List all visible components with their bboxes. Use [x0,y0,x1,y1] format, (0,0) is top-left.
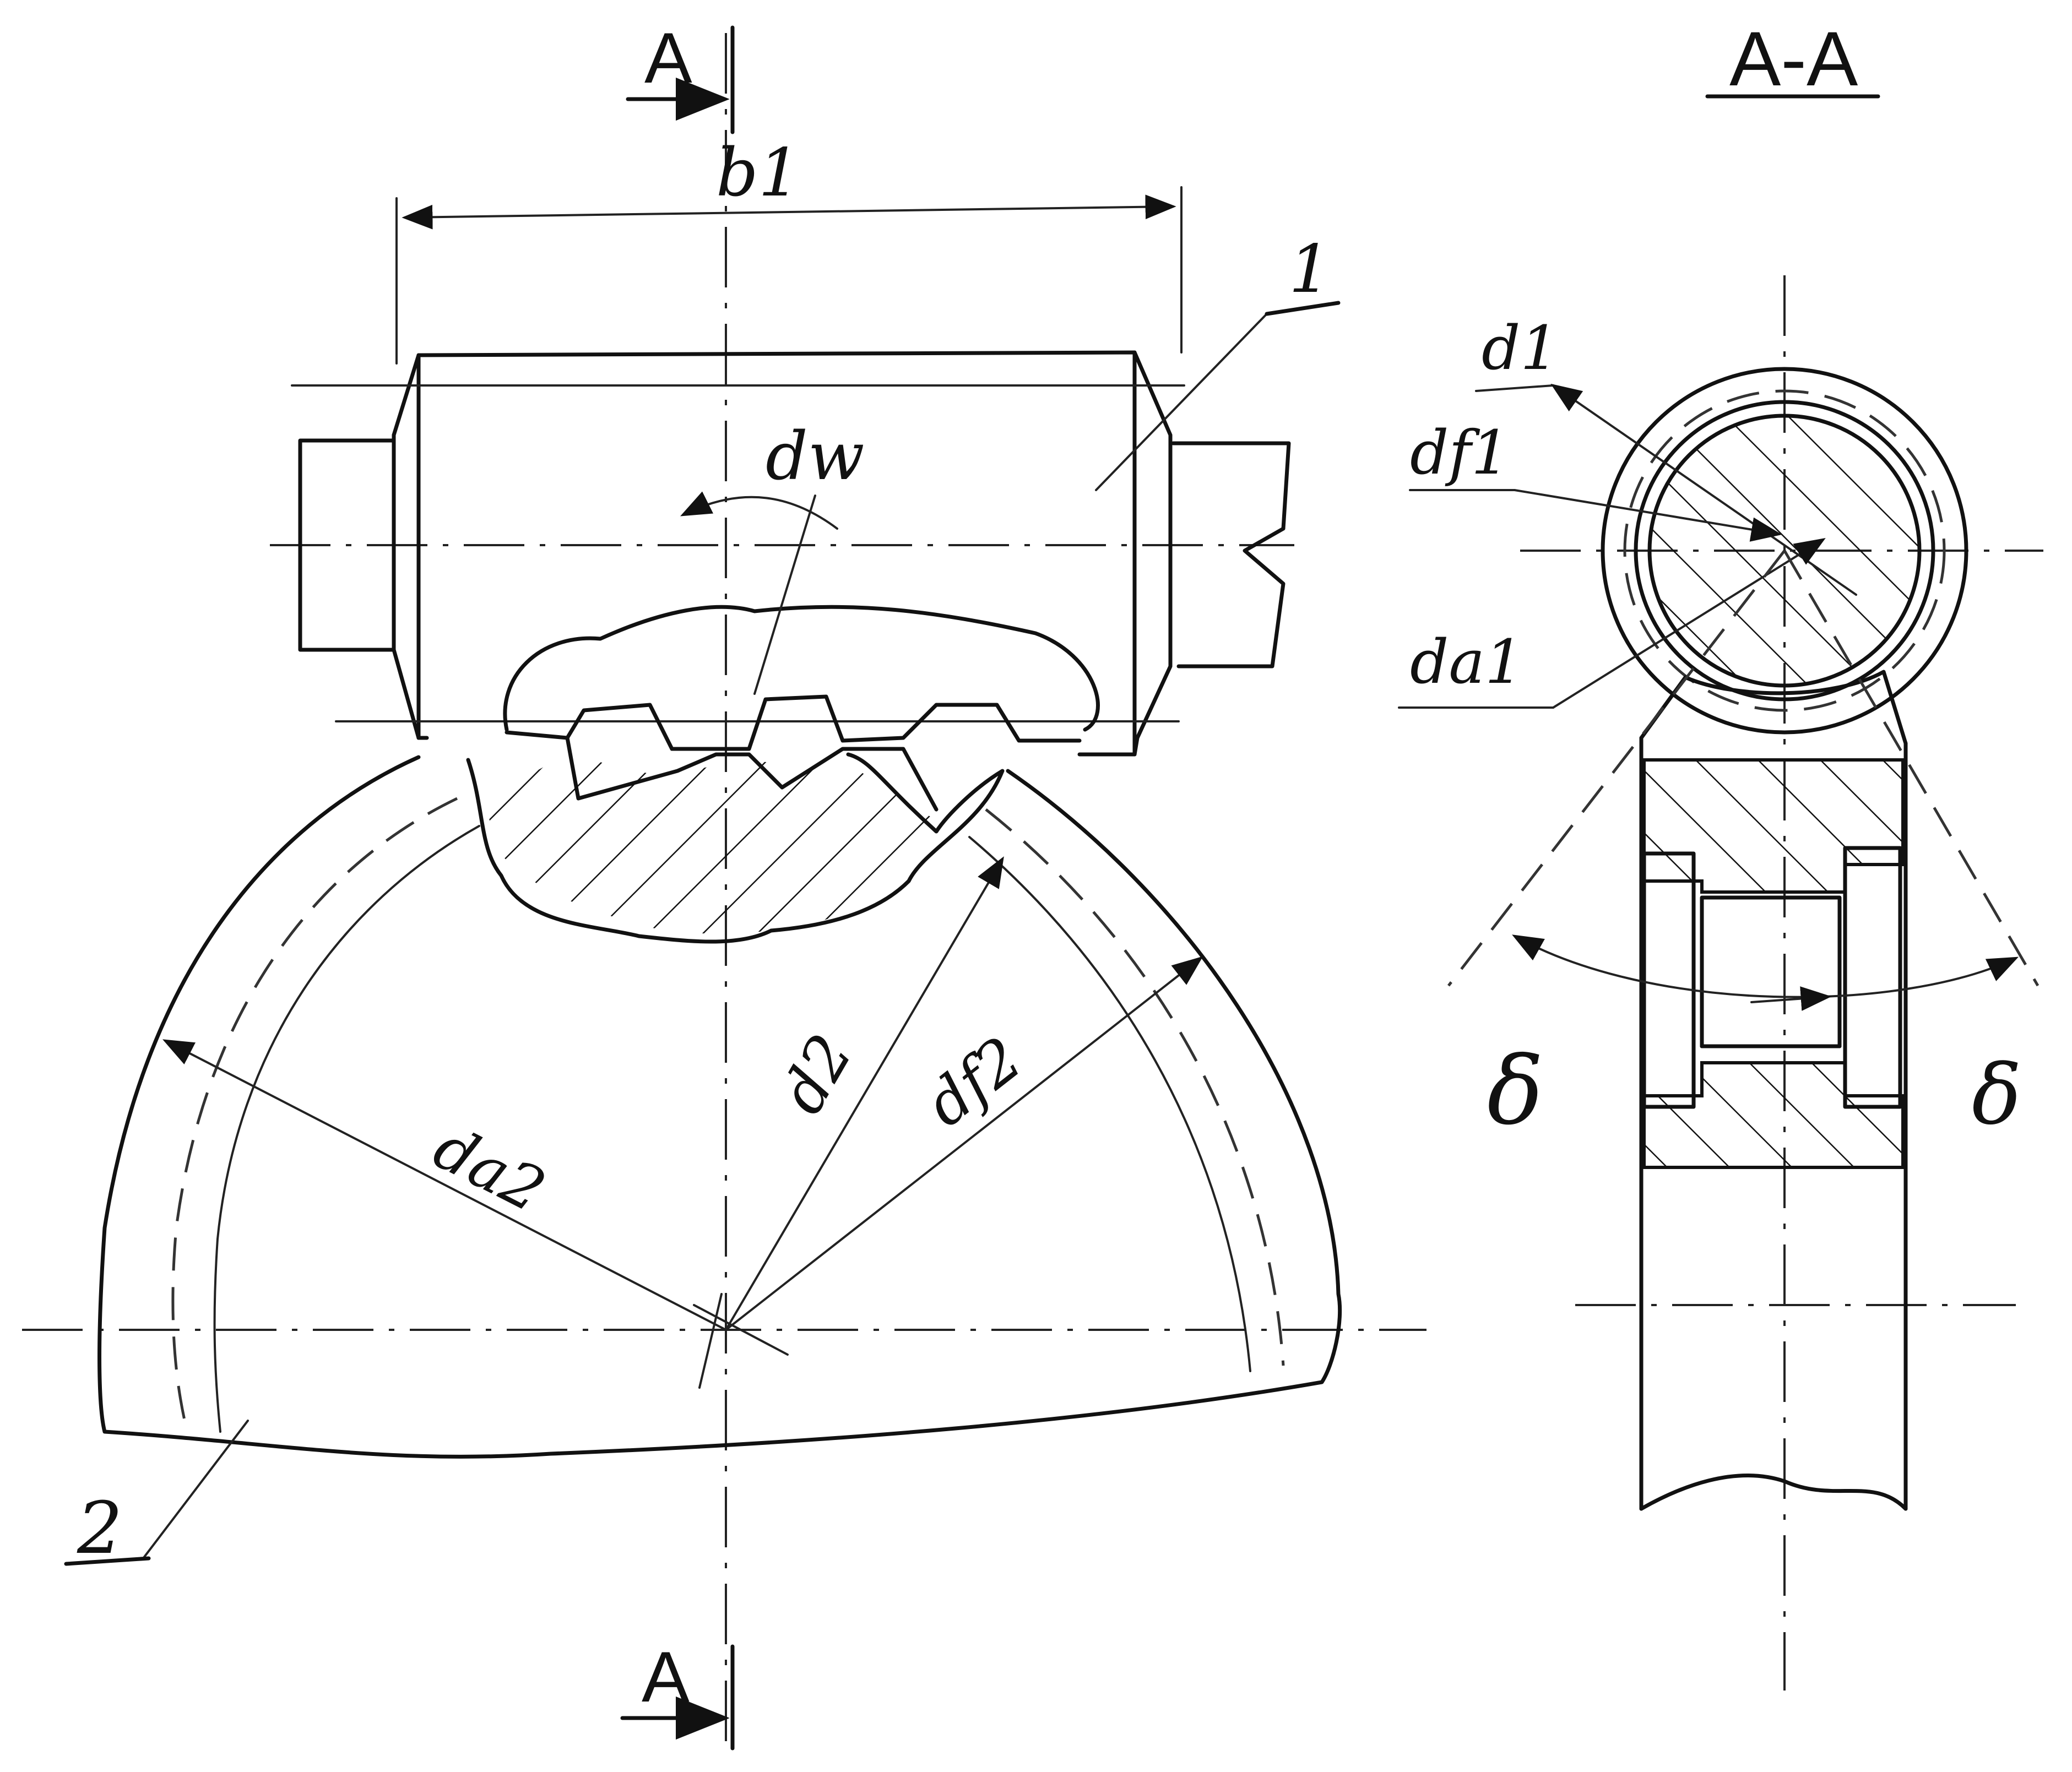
leader-part-2: 2 [64,1420,249,1570]
section-mark-top: A [644,18,692,98]
dimension-df2: df2 [725,956,1203,1331]
label-df2: df2 [913,1023,1035,1140]
label-da1: da1 [1410,627,1523,697]
label-part-2: 2 [77,1486,123,1570]
dimension-da2: da2 [162,1039,727,1331]
label-d1: d1 [1482,313,1559,383]
dimension-b1: b1 [395,135,1183,365]
section-arrow-top: A [626,18,735,134]
section-mark-bottom: A [642,1637,690,1717]
worm-body [291,350,1291,757]
label-b1: b1 [716,135,800,211]
main-view: A A [22,18,1426,1751]
dimension-df1: df1 [1409,417,1782,542]
label-delta-right: δ [1972,1047,2021,1143]
dimension-da1: da1 [1398,538,1826,709]
worm-circle-root [1634,400,1935,702]
label-df1: df1 [1410,417,1510,488]
worm-circle-tip [1601,367,1968,735]
wheel-body [97,736,1342,1459]
wheel-section [1639,670,1908,1511]
section-arrow-bottom: A [620,1637,735,1751]
label-dw: dw [766,418,865,495]
dimension-delta: δ δ [1447,550,2040,1146]
worm-circle-pitch [1623,389,1946,712]
leader-part-1: 1 [1095,231,1341,491]
section-view-title: A-A [1729,15,1858,102]
label-part-1: 1 [1289,231,1331,308]
section-view: A-A d1 [1398,15,2043,1691]
label-d2: d2 [767,1023,866,1125]
dimension-dw: dw [680,418,865,695]
label-delta-left: δ [1487,1037,1543,1146]
